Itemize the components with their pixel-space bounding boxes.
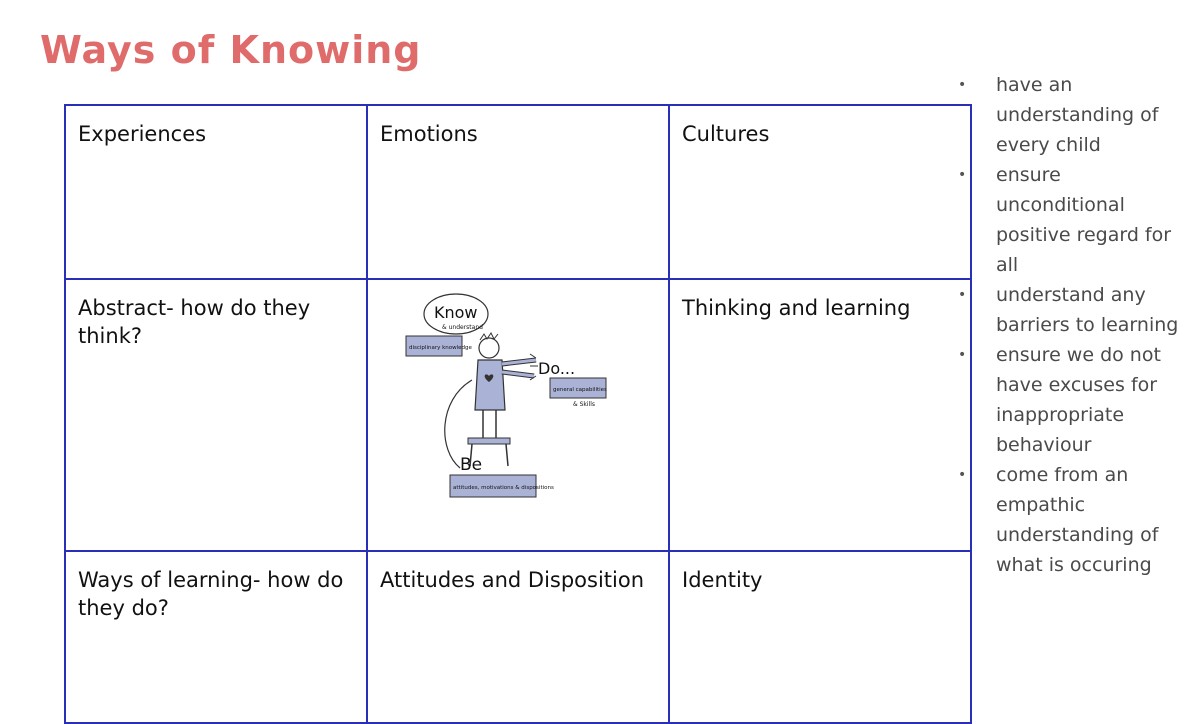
capabilities-box	[549, 377, 607, 399]
cell-cultures: Cultures	[668, 104, 972, 280]
cell-thinking-learning: Thinking and learning	[668, 278, 972, 552]
table-row: Ways of learning- how do they do? Attitu…	[64, 550, 972, 724]
know-do-be-illustration: Know & understand disciplinary knowledge	[405, 293, 607, 498]
cell-illustration: Know & understand disciplinary knowledge	[366, 278, 670, 552]
cell-abstract: Abstract- how do they think?	[64, 278, 368, 552]
attitudes-box	[449, 474, 537, 498]
be-label: Be	[460, 455, 482, 475]
cell-emotions: Emotions	[366, 104, 670, 280]
stool	[467, 437, 511, 445]
skills-label: & Skills	[573, 401, 595, 408]
general-label: general capabilities	[553, 387, 607, 393]
know-cloud	[423, 293, 489, 335]
ways-of-knowing-table: Experiences Emotions Cultures Abstract- …	[64, 104, 972, 724]
list-item: have an understanding of every child	[952, 70, 1192, 160]
cell-attitudes-disposition: Attitudes and Disposition	[366, 550, 670, 724]
do-label: Do...	[538, 359, 575, 378]
table-row: Experiences Emotions Cultures	[64, 104, 972, 280]
list-item: ensure unconditional positive regard for…	[952, 160, 1192, 280]
know-sub-label: & understand	[442, 324, 483, 331]
know-label: Know	[434, 303, 478, 322]
cell-experiences: Experiences	[64, 104, 368, 280]
figure-head	[478, 337, 500, 359]
attitudes-label: attitudes, motivations & dispositions	[453, 485, 554, 491]
figure-body	[474, 359, 506, 411]
page-title: Ways of Knowing	[40, 28, 422, 72]
disciplinary-box	[405, 335, 463, 357]
list-item: ensure we do not have excuses for inappr…	[952, 340, 1192, 460]
bullet-list: have an understanding of every child ens…	[952, 70, 1192, 580]
cell-identity: Identity	[668, 550, 972, 724]
cell-ways-of-learning: Ways of learning- how do they do?	[64, 550, 368, 724]
list-item: come from an empathic understanding of w…	[952, 460, 1192, 580]
table-row: Abstract- how do they think? Know & unde…	[64, 278, 972, 552]
list-item: understand any barriers to learning	[952, 280, 1192, 340]
disciplinary-label: disciplinary knowledge	[409, 345, 473, 351]
